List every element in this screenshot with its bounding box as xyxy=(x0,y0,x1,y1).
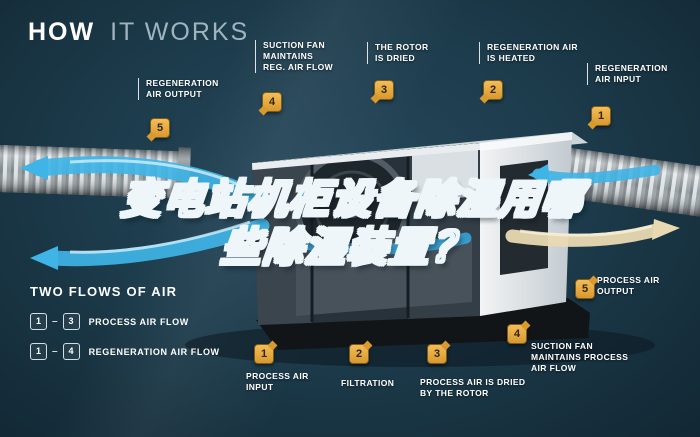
legend-badge-3: 3 xyxy=(62,313,80,330)
legend-badge-1b: 1 xyxy=(30,343,47,360)
pin-process-dried: 3 xyxy=(427,344,447,364)
pin-suction-fan-reg: 4 xyxy=(262,92,282,112)
legend: TWO FLOWS OF AIR 1 – 3 PROCESS AIR FLOW … xyxy=(30,284,220,373)
right-duct xyxy=(554,146,700,219)
pin-filtration: 2 xyxy=(349,344,369,364)
label-regeneration-air-input: REGENERATION AIR INPUT xyxy=(587,63,668,85)
overlay-headline-line2: 些除湿装置？ xyxy=(218,225,477,271)
pin-process-air-input: 1 xyxy=(254,344,274,364)
overlay-headline-line1: 变电站机柜设备除湿用哪 xyxy=(118,177,587,223)
legend-label-process-flow: PROCESS AIR FLOW xyxy=(88,316,189,327)
label-regeneration-air-output: REGENERATION AIR OUTPUT xyxy=(138,78,219,100)
label-rotor-dried: THE ROTOR IS DRIED xyxy=(367,42,429,64)
label-regeneration-heated: REGENERATION AIR IS HEATED xyxy=(479,42,578,64)
legend-dash-2: – xyxy=(52,346,58,357)
legend-item-process-flow: 1 – 3 PROCESS AIR FLOW xyxy=(30,313,220,330)
pin-process-air-output: 5 xyxy=(575,279,595,299)
airflow-swooshes xyxy=(20,156,680,270)
legend-label-regeneration-flow: REGENERATION AIR FLOW xyxy=(88,346,220,357)
page-title: HOW IT WORKS xyxy=(28,18,249,47)
label-suction-fan-reg: SUCTION FAN MAINTAINS REG. AIR FLOW xyxy=(255,40,333,73)
legend-item-regeneration-flow: 1 – 4 REGENERATION AIR FLOW xyxy=(30,343,220,360)
overlay-headline: 变电站机柜设备除湿用哪 些除湿装置？ xyxy=(0,176,700,272)
label-process-air-input: PROCESS AIR INPUT xyxy=(246,371,309,392)
pin-regeneration-air-input: 1 xyxy=(591,106,611,126)
label-filtration: FILTRATION xyxy=(341,378,395,388)
label-suction-fan-process: SUCTION FAN MAINTAINS PROCESS AIR FLOW xyxy=(531,341,629,373)
legend-heading: TWO FLOWS OF AIR xyxy=(30,284,178,299)
title-it-works: IT WORKS xyxy=(110,18,250,46)
unit-right-opening xyxy=(500,160,548,275)
label-process-air-output: PROCESS AIR OUTPUT xyxy=(597,275,660,296)
pin-suction-fan-process: 4 xyxy=(507,324,527,344)
pin-regeneration-heated: 2 xyxy=(483,80,503,100)
title-how: HOW xyxy=(28,18,96,46)
legend-dash-1: – xyxy=(52,316,58,327)
label-process-dried: PROCESS AIR IS DRIED BY THE ROTOR xyxy=(420,377,526,398)
legend-badge-1a: 1 xyxy=(30,313,47,330)
pin-rotor-dried: 3 xyxy=(374,80,394,100)
pin-regeneration-air-output: 5 xyxy=(150,118,170,138)
legend-badge-4: 4 xyxy=(62,343,80,360)
